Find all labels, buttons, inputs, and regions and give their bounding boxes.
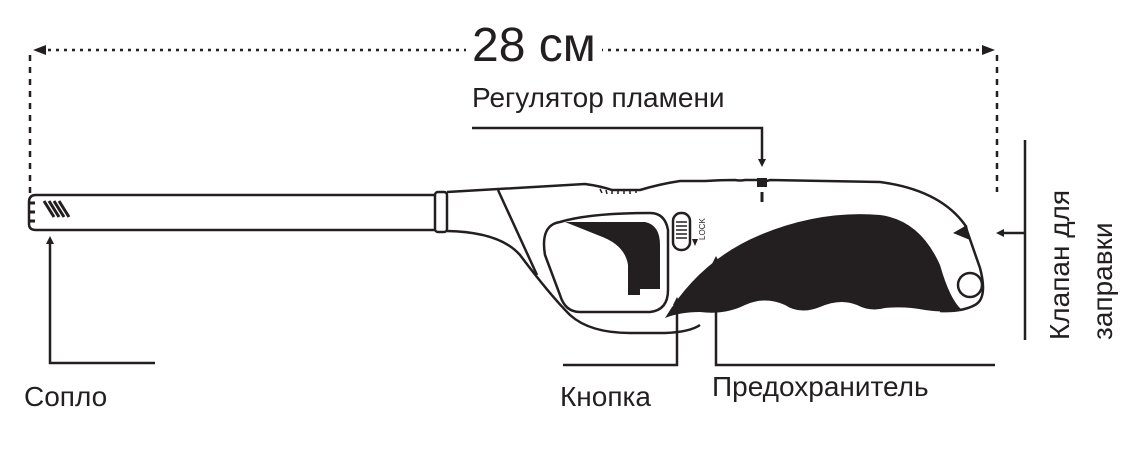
safety-leader bbox=[714, 262, 995, 367]
nozzle-slots-icon bbox=[30, 200, 71, 223]
refill-valve-label-line1: Клапан для bbox=[1044, 189, 1075, 340]
flame-regulator-label: Регулятор пламени bbox=[472, 82, 725, 113]
dimension-arrow-right bbox=[982, 45, 995, 55]
safety-label: Предохранитель bbox=[712, 371, 929, 402]
nozzle-rod bbox=[27, 193, 435, 232]
lock-label: LOCK bbox=[698, 218, 707, 240]
button-leader bbox=[563, 303, 679, 367]
regulator-leader bbox=[472, 126, 764, 162]
refill-valve-label: Клапан для заправки bbox=[1038, 140, 1125, 340]
trigger-window bbox=[542, 211, 670, 314]
trigger-button bbox=[565, 222, 660, 295]
refill-valve-label-line2: заправки bbox=[1087, 222, 1119, 340]
button-label: Кнопка bbox=[560, 381, 651, 412]
nozzle-leader bbox=[48, 242, 155, 365]
rod-collar bbox=[433, 190, 449, 234]
valve-marker bbox=[953, 225, 970, 240]
grip bbox=[665, 214, 962, 318]
nozzle-label: Сопло bbox=[24, 381, 108, 412]
regulator-marker bbox=[757, 178, 767, 187]
dimension-arrow-left bbox=[33, 45, 46, 55]
refill-valve bbox=[956, 271, 984, 299]
flame-wheel bbox=[599, 188, 637, 195]
length-label: 28 см bbox=[466, 22, 602, 70]
lock-slider[interactable] bbox=[671, 211, 692, 252]
